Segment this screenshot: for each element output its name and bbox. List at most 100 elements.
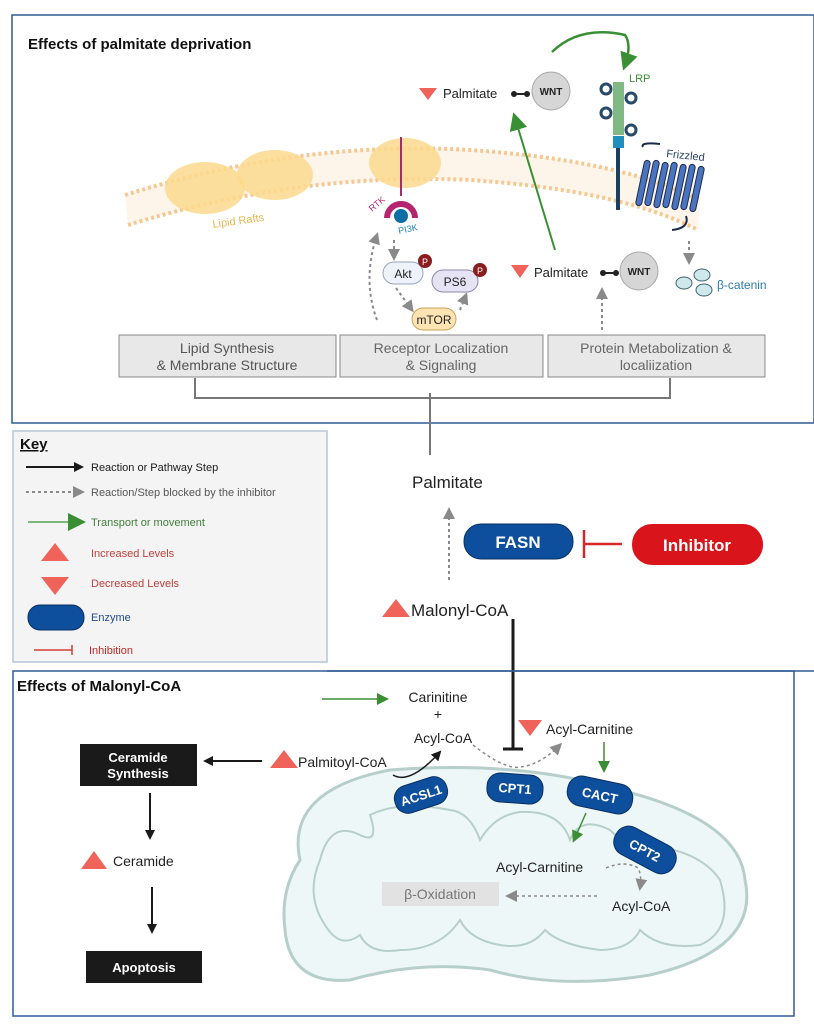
pi3k-label: PI3K xyxy=(397,222,418,236)
key-title: Key xyxy=(20,436,48,453)
inhibitor-label: Inhibitor xyxy=(663,536,731,555)
ps6-label: PS6 xyxy=(444,275,467,289)
increased-level-icon xyxy=(81,851,107,869)
wnt-top-node xyxy=(531,71,571,111)
wnt-top-label: WNT xyxy=(540,87,563,98)
category-box-lipid: Lipid Synthesis & Membrane Structure xyxy=(118,334,337,378)
blocked-arrow xyxy=(472,742,563,769)
phospho-label: P xyxy=(422,257,428,267)
acyl-coa-inner-label: Acyl-CoA xyxy=(612,898,671,914)
lipid-raft xyxy=(237,150,313,200)
top-panel-title: Effects of palmitate deprivation xyxy=(28,36,251,53)
category-box-line: localiization xyxy=(620,357,692,373)
key-label: Reaction/Step blocked by the inhibitor xyxy=(91,487,276,499)
phospho-icon xyxy=(473,263,487,277)
decreased-level-icon xyxy=(518,720,542,736)
acsl1-enzyme xyxy=(393,776,449,814)
wnt-mid-label: WNT xyxy=(628,267,651,278)
lrp-receptor xyxy=(599,82,638,210)
beta-oxidation-label: β-Oxidation xyxy=(404,886,476,902)
key-label: Transport or movement xyxy=(91,517,205,529)
acyl-coa-label: Acyl-CoA xyxy=(414,730,473,746)
beta-catenin-icon xyxy=(695,283,713,297)
link-dot xyxy=(613,270,619,276)
acyl-carnitine-inner-label: Acyl-Carnitine xyxy=(496,859,583,875)
apoptosis-label: Apoptosis xyxy=(112,960,176,975)
mtor-label: mTOR xyxy=(416,313,451,327)
transport-arrow xyxy=(509,112,556,251)
transport-arrow xyxy=(551,31,638,71)
akt-node xyxy=(382,261,424,285)
palmitoyl-coa-label: Palmitoyl-CoA xyxy=(298,754,387,770)
ceramide-synthesis-line1: Ceramide xyxy=(108,750,167,765)
category-box-protein: Protein Metabolization & localiization xyxy=(547,334,766,378)
decreased-level-icon xyxy=(419,88,437,100)
inhibitor-box xyxy=(632,524,763,565)
reaction-arrow xyxy=(392,750,442,779)
mtor-node xyxy=(411,307,457,331)
ceramide-synthesis-box xyxy=(80,744,197,786)
category-box-line: Lipid Synthesis xyxy=(180,340,274,356)
lrp-label: LRP xyxy=(629,73,650,85)
palmitate-mid-label: Palmitate xyxy=(534,265,588,280)
fasn-enzyme xyxy=(463,523,574,560)
pi3k-icon xyxy=(394,209,408,223)
category-box-line: & Membrane Structure xyxy=(157,357,298,373)
wnt-mid-node xyxy=(619,251,659,291)
blocked-arrow xyxy=(457,292,469,311)
category-box-line: & Signaling xyxy=(406,357,477,373)
beta-catenin-icon xyxy=(675,276,693,290)
key-label: Inhibition xyxy=(89,645,133,657)
cpt1-label: CPT1 xyxy=(498,780,532,797)
increased-level-icon xyxy=(41,543,69,561)
lipid-raft xyxy=(165,162,245,214)
blocked-arrow xyxy=(395,287,414,313)
phospho-icon xyxy=(418,254,432,268)
fasn-label: FASN xyxy=(495,533,540,552)
increased-level-icon xyxy=(382,599,410,617)
category-box-line: Receptor Localization xyxy=(374,340,509,356)
apoptosis-box xyxy=(86,951,202,983)
acyl-carnitine-top-label: Acyl-Carnitine xyxy=(546,721,633,737)
category-box-line: Protein Metabolization & xyxy=(580,340,732,356)
key-label: Decreased Levels xyxy=(91,578,180,590)
ps6-node xyxy=(431,269,479,293)
palmitate-top-label: Palmitate xyxy=(443,86,497,101)
cpt2-enzyme xyxy=(613,825,677,875)
frizzled-label: Frizzled xyxy=(666,148,706,164)
decreased-level-icon xyxy=(41,577,69,595)
palmitate-center-label: Palmitate xyxy=(412,473,483,492)
akt-label: Akt xyxy=(394,267,412,281)
blocked-arrow xyxy=(368,232,380,321)
category-connector xyxy=(194,378,671,399)
cpt1-enzyme xyxy=(486,772,544,805)
key-label: Enzyme xyxy=(91,612,131,624)
beta-catenin-label: β-catenin xyxy=(717,278,767,292)
key-label: Reaction or Pathway Step xyxy=(91,462,218,474)
phospho-label: P xyxy=(477,266,483,276)
link-dot xyxy=(511,91,517,97)
mitochondrion xyxy=(282,766,749,983)
ceramide-label: Ceramide xyxy=(113,853,174,869)
key-label: Increased Levels xyxy=(91,548,175,560)
decreased-level-icon xyxy=(511,265,529,278)
beta-catenin-icon xyxy=(693,268,711,282)
link-dot xyxy=(600,270,606,276)
plus-label: + xyxy=(434,706,442,722)
beta-oxidation-box xyxy=(382,882,499,906)
malonyl-coa-label: Malonyl-CoA xyxy=(411,601,509,620)
key-enzyme-icon xyxy=(27,604,85,631)
frizzled-receptor xyxy=(635,142,705,231)
category-box-receptor: Receptor Localization & Signaling xyxy=(339,334,544,378)
increased-level-icon xyxy=(270,750,298,768)
ceramide-synthesis-line2: Synthesis xyxy=(107,766,168,781)
rtk-icon xyxy=(384,201,418,219)
transport-arrow xyxy=(572,812,587,843)
cact-enzyme xyxy=(566,775,634,815)
lipid-raft xyxy=(369,138,441,188)
carnitine-label: Carinitine xyxy=(408,689,467,705)
cact-label: CACT xyxy=(581,784,619,806)
bottom-panel-title: Effects of Malonyl-CoA xyxy=(17,678,181,695)
link-dot xyxy=(524,91,530,97)
